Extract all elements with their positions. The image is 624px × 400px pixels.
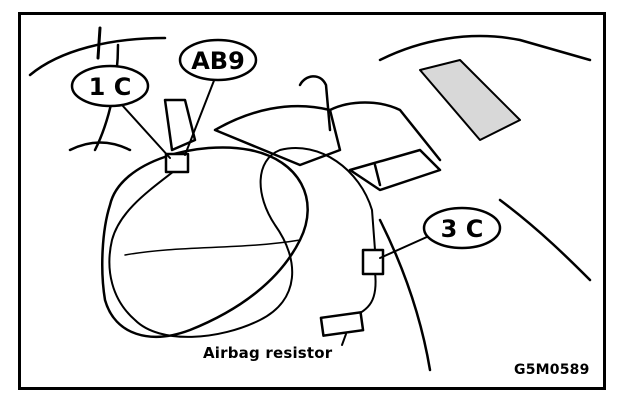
callout-3c-bubble xyxy=(422,206,502,250)
callout-ab9-bubble xyxy=(178,38,258,82)
callout-ab9-label: AB9 xyxy=(191,47,245,75)
airbag-resistor-label: Airbag resistor xyxy=(203,344,333,362)
seat-outline xyxy=(101,146,309,338)
leader-ab9 xyxy=(184,77,216,156)
wire-harness xyxy=(108,147,376,338)
callout-1c-bubble xyxy=(70,64,150,108)
figure-code: G5M0589 xyxy=(514,362,590,378)
dashboard-outline xyxy=(378,34,592,62)
mounting-post xyxy=(163,98,197,152)
side-trim-outline xyxy=(378,218,432,372)
body-panel-outline xyxy=(28,36,167,77)
console-outline xyxy=(213,104,342,167)
connector-3c xyxy=(361,248,385,276)
airbag-resistor xyxy=(319,311,365,337)
callout-3c-label: 3 C xyxy=(441,215,484,243)
connector-1c xyxy=(164,152,190,174)
callout-1c-label: 1 C xyxy=(89,73,132,101)
leader-1c xyxy=(121,104,171,159)
leader-resistor xyxy=(341,333,347,346)
